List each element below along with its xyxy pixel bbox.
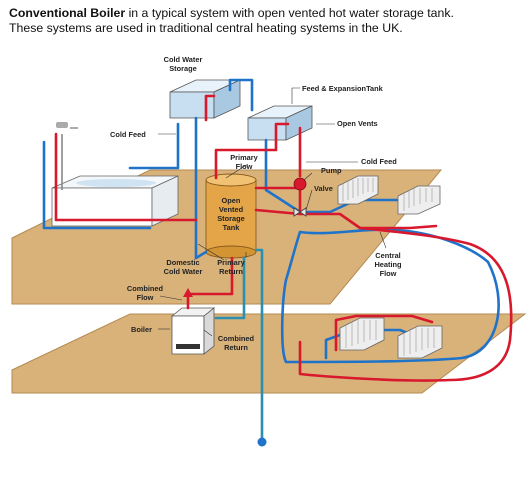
- mains-supply-pipe: [254, 248, 264, 442]
- radiator-upper-right: [397, 185, 441, 215]
- label-primary-return-2: Return: [219, 267, 243, 276]
- hot-water-draw-off: [54, 132, 198, 222]
- pump-icon: [293, 177, 307, 191]
- label-boiler: Boiler: [131, 325, 152, 334]
- label-central-heating-2: Heating: [374, 260, 402, 269]
- cold-feed-heating: [264, 138, 302, 214]
- radiator-upper-left: [337, 175, 379, 205]
- cistern-vent-pipe: [204, 94, 216, 122]
- caption-title: Conventional Boiler: [9, 6, 126, 20]
- label-central-heating-3: Flow: [380, 269, 397, 278]
- mains-supply-point-icon: [257, 437, 267, 447]
- cold-main-riser: [128, 122, 180, 170]
- label-open-vented-1: Open: [222, 196, 241, 205]
- flow-arrow-icon: [183, 288, 193, 297]
- radiator-flow-lower: [334, 314, 434, 352]
- bath: [51, 175, 179, 227]
- hot-water-storage-tank: [205, 173, 257, 259]
- label-primary-return-1: Primary: [217, 258, 245, 267]
- radiator-lower-left: [339, 317, 385, 351]
- label-pump: Pump: [321, 166, 342, 175]
- label-open-vented-3: Storage: [217, 214, 245, 223]
- caption-line-1: Conventional Boiler in a typical system …: [9, 6, 524, 21]
- label-domestic-cold-2: Cold Water: [164, 267, 203, 276]
- combined-flow-pipe: [186, 256, 234, 310]
- label-cold-feed-left: Cold Feed: [110, 130, 146, 139]
- label-primary-flow-1: Primary: [230, 153, 258, 162]
- caption-line-2: These systems are used in traditional ce…: [9, 21, 403, 35]
- label-cold-water-storage-1: Cold Water: [164, 55, 203, 64]
- caption-title-rest: in a typical system with open vented hot…: [125, 6, 454, 20]
- cold-feed-pipe-bath: [42, 140, 152, 230]
- radiator-lower-right: [397, 325, 443, 359]
- return-loop-lower: [280, 228, 500, 364]
- cold-water-storage-cistern: [169, 79, 241, 119]
- label-cold-water-storage-2: Storage: [169, 64, 197, 73]
- shower-riser: [56, 122, 78, 190]
- domestic-cold-water-pipe: [194, 116, 208, 260]
- open-vent-pipe: [214, 122, 290, 180]
- label-combined-flow-2: Flow: [137, 293, 154, 302]
- mains-to-cistern: [228, 78, 254, 112]
- label-open-vented-4: Tank: [223, 223, 241, 232]
- caption: Conventional Boiler in a typical system …: [9, 6, 524, 36]
- label-primary-flow-2: Flow: [236, 162, 253, 171]
- label-open-vents: Open Vents: [337, 119, 378, 128]
- heating-flow-pipe: [254, 208, 438, 230]
- label-combined-flow-1: Combined: [127, 284, 164, 293]
- primary-return-pipe: [214, 256, 246, 320]
- label-feed-expansion-tank: Feed & ExpansionTank: [302, 84, 384, 93]
- label-combined-return-1: Combined: [218, 334, 255, 343]
- label-central-heating-1: Central: [375, 251, 400, 260]
- label-combined-return-2: Return: [224, 343, 248, 352]
- label-cold-feed-right: Cold Feed: [361, 157, 397, 166]
- flow-loop-lower: [298, 226, 513, 382]
- label-open-vented-2: Vented: [219, 205, 244, 214]
- boiler: [170, 307, 216, 355]
- valve-icon: [293, 207, 307, 217]
- label-domestic-cold-1: Domestic: [166, 258, 199, 267]
- label-valve: Valve: [314, 184, 333, 193]
